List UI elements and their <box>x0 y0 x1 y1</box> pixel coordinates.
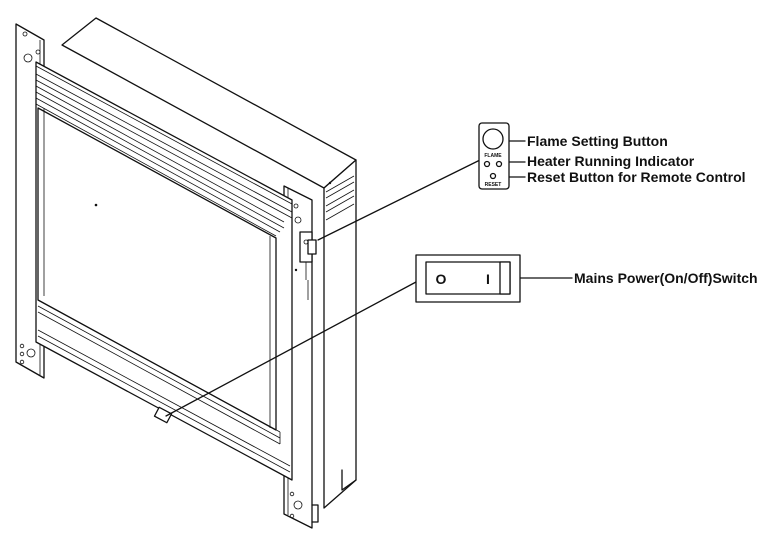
fireplace-insert <box>15 17 357 529</box>
mains-switch-label: Mains Power(On/Off)Switch <box>574 270 758 286</box>
switch-off-symbol: O <box>436 271 447 287</box>
reset-button-icon <box>489 172 497 180</box>
flame-panel-label: FLAME <box>484 153 502 159</box>
reset-panel-label: RESET <box>485 182 502 188</box>
side-vents <box>325 175 355 221</box>
bottom-trim <box>37 299 291 473</box>
flame-setting-label: Flame Setting Button <box>527 133 668 149</box>
unit-mains-switch <box>153 406 173 424</box>
reset-button-label: Reset Button for Remote Control <box>527 169 746 185</box>
indicator-led-icon <box>495 160 503 168</box>
leader-control-panel <box>317 159 481 241</box>
control-panel-detail: FLAME RESET <box>478 122 510 190</box>
switch-on-symbol: I <box>486 271 490 287</box>
switch-bezel <box>425 261 511 295</box>
callout-labels: Flame Setting Button Heater Running Indi… <box>527 133 758 286</box>
leader-mains-switch <box>165 281 417 417</box>
top-louvers <box>35 65 293 237</box>
mains-switch-detail: O I <box>415 254 521 303</box>
heater-indicator-label: Heater Running Indicator <box>527 153 695 169</box>
flange-hole <box>23 53 33 63</box>
unit-control-module <box>294 231 317 300</box>
flame-button-icon <box>482 128 504 150</box>
indicator-led-icon <box>483 160 491 168</box>
